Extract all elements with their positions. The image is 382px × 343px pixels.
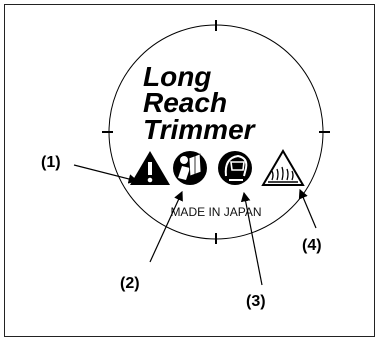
warning-triangle-icon	[130, 151, 170, 185]
eye-protection-icon	[218, 151, 252, 185]
leader-1	[73, 164, 139, 184]
leader-2	[149, 190, 183, 263]
made-in-label: MADE IN JAPAN	[170, 205, 261, 219]
title-line-2: Reach	[143, 87, 227, 118]
leader-4	[298, 188, 317, 229]
callout-3: (3)	[246, 293, 266, 310]
hot-surface-icon	[261, 149, 305, 186]
read-manual-icon	[173, 151, 207, 185]
callout-4: (4)	[302, 237, 322, 254]
callout-2: (2)	[120, 275, 140, 292]
callout-1: (1)	[41, 154, 61, 171]
leader-3	[240, 191, 263, 286]
title-line-3: Trimmer	[143, 114, 257, 145]
title-line-1: Long	[143, 61, 211, 92]
